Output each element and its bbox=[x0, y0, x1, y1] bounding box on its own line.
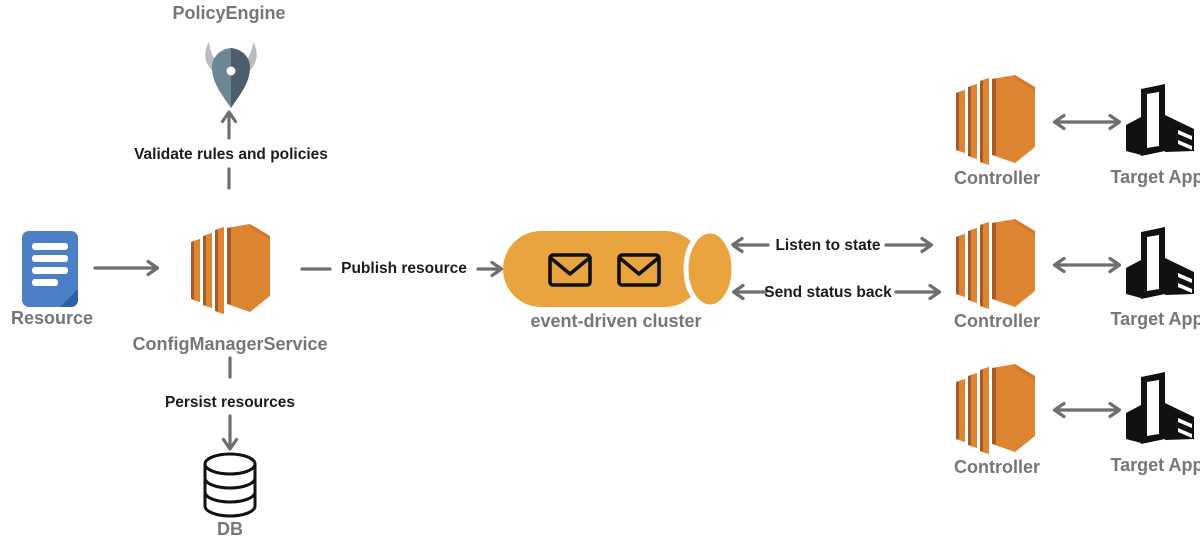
resource-label: Resource bbox=[10, 308, 94, 328]
building-icon bbox=[1124, 225, 1196, 301]
target-app-label: Target App bbox=[1110, 167, 1200, 187]
send-edge-label: Send status back bbox=[764, 284, 892, 301]
persist-edge-label: Persist resources bbox=[164, 394, 296, 411]
database-cylinder-icon bbox=[200, 452, 260, 518]
document-icon bbox=[22, 231, 78, 307]
validate-edge-label: Validate rules and policies bbox=[134, 146, 328, 163]
arrow-validate-up bbox=[220, 110, 238, 140]
controller-icon bbox=[955, 364, 1035, 456]
building-icon bbox=[1124, 370, 1196, 446]
arrow-controller3-targetapp3 bbox=[1052, 401, 1122, 419]
policy-engine-label: PolicyEngine bbox=[172, 3, 286, 23]
target-app-label: Target App bbox=[1110, 455, 1200, 475]
arrow-controller1-targetapp1 bbox=[1052, 113, 1122, 131]
listen-edge-label: Listen to state bbox=[775, 237, 881, 254]
arrow-persist-down bbox=[221, 414, 239, 451]
arrow-listen-right bbox=[884, 236, 934, 254]
target-app-label: Target App bbox=[1110, 309, 1200, 329]
arrow-send-right bbox=[894, 283, 942, 301]
controller-label: Controller bbox=[953, 457, 1040, 477]
viking-helmet-icon bbox=[199, 40, 263, 110]
controller-label: Controller bbox=[953, 311, 1040, 331]
db-label: DB bbox=[217, 519, 243, 539]
queue-cylinder-icon bbox=[503, 228, 737, 310]
config-manager-label: ConfigManagerService bbox=[132, 334, 328, 354]
controller-icon bbox=[955, 219, 1035, 311]
arrow-send-left bbox=[731, 283, 768, 301]
cluster-label: event-driven cluster bbox=[530, 311, 702, 331]
arrow-publish-to-cluster bbox=[476, 260, 504, 278]
controller-icon bbox=[955, 75, 1035, 167]
controller-label: Controller bbox=[953, 168, 1040, 188]
publish-edge-label: Publish resource bbox=[341, 260, 467, 277]
building-icon bbox=[1124, 82, 1196, 158]
config-manager-icon bbox=[190, 224, 270, 316]
arrow-listen-left bbox=[730, 236, 770, 254]
arrow-resource-to-config bbox=[93, 259, 160, 277]
arrow-controller2-targetapp2 bbox=[1052, 256, 1122, 274]
